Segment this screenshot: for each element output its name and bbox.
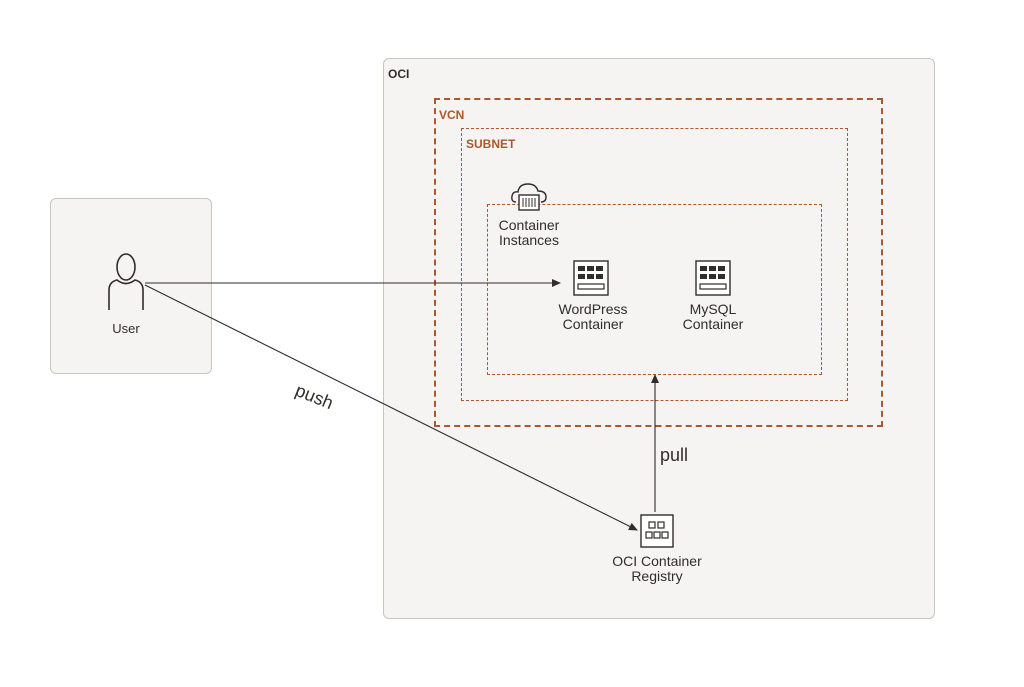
- container-registry-icon: [640, 514, 674, 548]
- user-label: User: [112, 321, 140, 336]
- wordpress-label-line1: WordPress: [558, 301, 628, 317]
- container-instances-label-line1: Container: [498, 217, 560, 233]
- subnet-label: SUBNET: [466, 137, 516, 151]
- user-icon: [108, 253, 144, 310]
- oci-label: OCI: [388, 67, 410, 81]
- mysql-label: MySQL Container: [673, 302, 753, 332]
- vcn-label: VCN: [439, 108, 465, 122]
- container-instances-label-line2: Instances: [499, 232, 559, 248]
- wordpress-label: WordPress Container: [548, 302, 638, 332]
- container-registry-label-line1: OCI Container: [612, 553, 702, 569]
- mysql-label-line1: MySQL: [689, 301, 737, 317]
- container-instances-label: Container Instances: [486, 218, 572, 248]
- container-registry-label-line2: Registry: [631, 568, 683, 584]
- user-panel: [50, 198, 212, 374]
- mysql-server-icon: [695, 260, 731, 296]
- push-arrow: [144, 284, 638, 531]
- container-registry-label: OCI Container Registry: [600, 554, 714, 584]
- wordpress-label-line2: Container: [562, 316, 624, 332]
- mysql-label-line2: Container: [682, 316, 744, 332]
- wordpress-server-icon: [573, 260, 609, 296]
- container-instances-icon: [511, 183, 547, 211]
- pull-label: pull: [660, 445, 689, 465]
- vcn-group: VCN: [434, 98, 883, 427]
